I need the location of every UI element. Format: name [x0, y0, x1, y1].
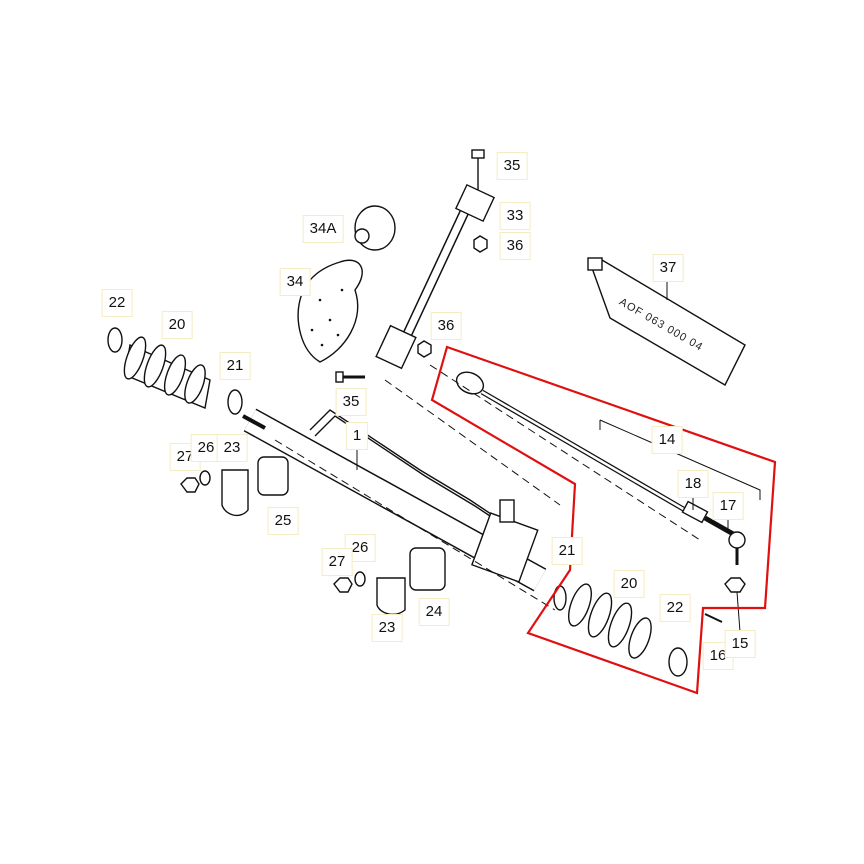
part-label-34[interactable]: 34 [279, 268, 311, 296]
right-bellows [553, 583, 688, 677]
part-label-27-lower[interactable]: 27 [321, 548, 353, 576]
left-bellows [107, 327, 243, 415]
part-label-18[interactable]: 18 [677, 470, 709, 498]
guide-lines [274, 364, 701, 611]
part-label-14[interactable]: 14 [651, 426, 683, 454]
part-label-25[interactable]: 25 [267, 507, 299, 535]
part-label-17[interactable]: 17 [712, 492, 744, 520]
part-label-33[interactable]: 33 [499, 202, 531, 230]
mounting-clamps [180, 456, 446, 616]
tie-rod [455, 371, 761, 623]
part-label-21[interactable]: 21 [219, 352, 251, 380]
highlight-outline [430, 345, 777, 695]
part-label-23[interactable]: 23 [216, 434, 248, 462]
part-label-22-right[interactable]: 22 [659, 594, 691, 622]
steering-column [335, 149, 496, 383]
part-label-26[interactable]: 26 [190, 434, 222, 462]
part-label-36[interactable]: 36 [499, 232, 531, 260]
part-label-35[interactable]: 35 [496, 152, 528, 180]
part-label-34a[interactable]: 34A [302, 215, 344, 243]
part-label-1[interactable]: 1 [345, 422, 369, 450]
rack-housing [242, 408, 547, 592]
part-label-15[interactable]: 15 [724, 630, 756, 658]
part-label-24[interactable]: 24 [418, 598, 450, 626]
leader-lines [356, 282, 741, 633]
column-boot [297, 205, 396, 363]
part-label-22[interactable]: 22 [101, 289, 133, 317]
part-label-20-right[interactable]: 20 [613, 570, 645, 598]
part-label-21-right[interactable]: 21 [551, 537, 583, 565]
grease-tube [587, 257, 746, 386]
part-label-35-lower[interactable]: 35 [335, 388, 367, 416]
part-label-37[interactable]: 37 [652, 254, 684, 282]
part-label-36-lower[interactable]: 36 [430, 312, 462, 340]
part-label-23-lower[interactable]: 23 [371, 614, 403, 642]
part-label-20[interactable]: 20 [161, 311, 193, 339]
